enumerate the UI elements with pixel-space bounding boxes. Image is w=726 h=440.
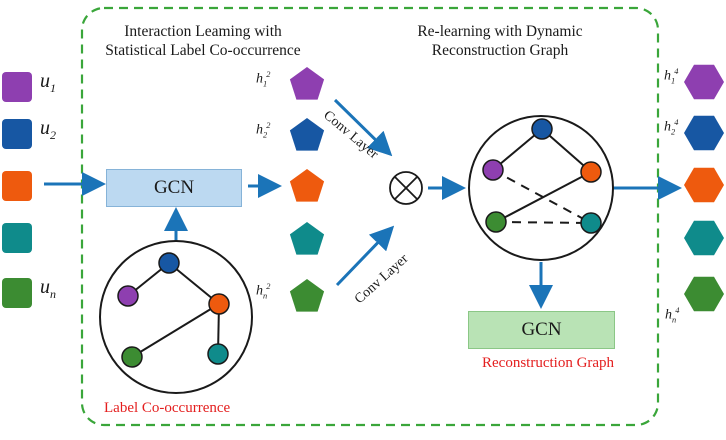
hexagon-2 xyxy=(684,115,724,151)
pentagon-3 xyxy=(289,169,325,202)
left-title-line2: Statistical Label Co-occurrence xyxy=(105,42,301,59)
label-cooccurrence-graph xyxy=(99,240,253,394)
input-square-4 xyxy=(2,223,32,253)
gcn-left-label: GCN xyxy=(153,177,195,198)
pentagon-4 xyxy=(289,222,325,255)
recon-node-orange xyxy=(580,161,602,183)
hexagon-label-1: h14 xyxy=(664,67,679,86)
arrow-conv-top xyxy=(333,98,393,157)
hexagon-4 xyxy=(684,220,724,256)
pentagon-5 xyxy=(289,279,325,312)
recon-node-green xyxy=(485,211,507,233)
gcn-right-label: GCN xyxy=(521,319,562,340)
gcn-left-box: GCN xyxy=(106,169,242,207)
pentagon-label-5: hn2 xyxy=(256,282,271,301)
graph-node-green xyxy=(121,346,143,368)
dashed-frame xyxy=(80,6,660,427)
input-label-2: u2 xyxy=(40,117,56,142)
graph-node-teal xyxy=(207,343,229,365)
gcn-right-box: GCN xyxy=(468,311,615,349)
right-title-line1: Re-learning with Dynamic xyxy=(417,23,583,40)
hexagon-1 xyxy=(684,64,724,100)
graph-node-blue xyxy=(158,252,180,274)
recon-node-blue xyxy=(531,118,553,140)
pentagon-1 xyxy=(289,67,325,100)
pentagon-2 xyxy=(289,118,325,151)
hexagon-label-2: h24 xyxy=(664,118,679,137)
input-label-5: un xyxy=(40,276,56,301)
tensor-product-icon xyxy=(389,171,423,205)
pentagon-label-2: h22 xyxy=(256,121,271,140)
input-label-1: u1 xyxy=(40,70,56,95)
left-title-line1: Interaction Leaming with xyxy=(124,23,282,40)
input-square-1 xyxy=(2,72,32,102)
input-square-2 xyxy=(2,119,32,149)
arrow-conv-bottom xyxy=(335,225,395,287)
reconstruction-graph-caption: Reconstruction Graph xyxy=(482,355,615,371)
input-square-5 xyxy=(2,278,32,308)
graph-node-orange xyxy=(208,293,230,315)
right-title-line2: Reconstruction Graph xyxy=(431,42,569,59)
recon-node-teal xyxy=(580,212,602,234)
graph-node-purple xyxy=(117,285,139,307)
pentagon-label-1: h12 xyxy=(256,70,271,89)
label-cooccurrence-caption: Label Co-occurrence xyxy=(104,400,231,416)
hexagon-3 xyxy=(684,167,724,203)
recon-node-purple xyxy=(482,159,504,181)
hexagon-5 xyxy=(684,276,724,312)
input-square-3 xyxy=(2,171,32,201)
hexagon-label-5: hn4 xyxy=(665,306,680,325)
dynamic-reconstruction-graph xyxy=(468,115,614,261)
